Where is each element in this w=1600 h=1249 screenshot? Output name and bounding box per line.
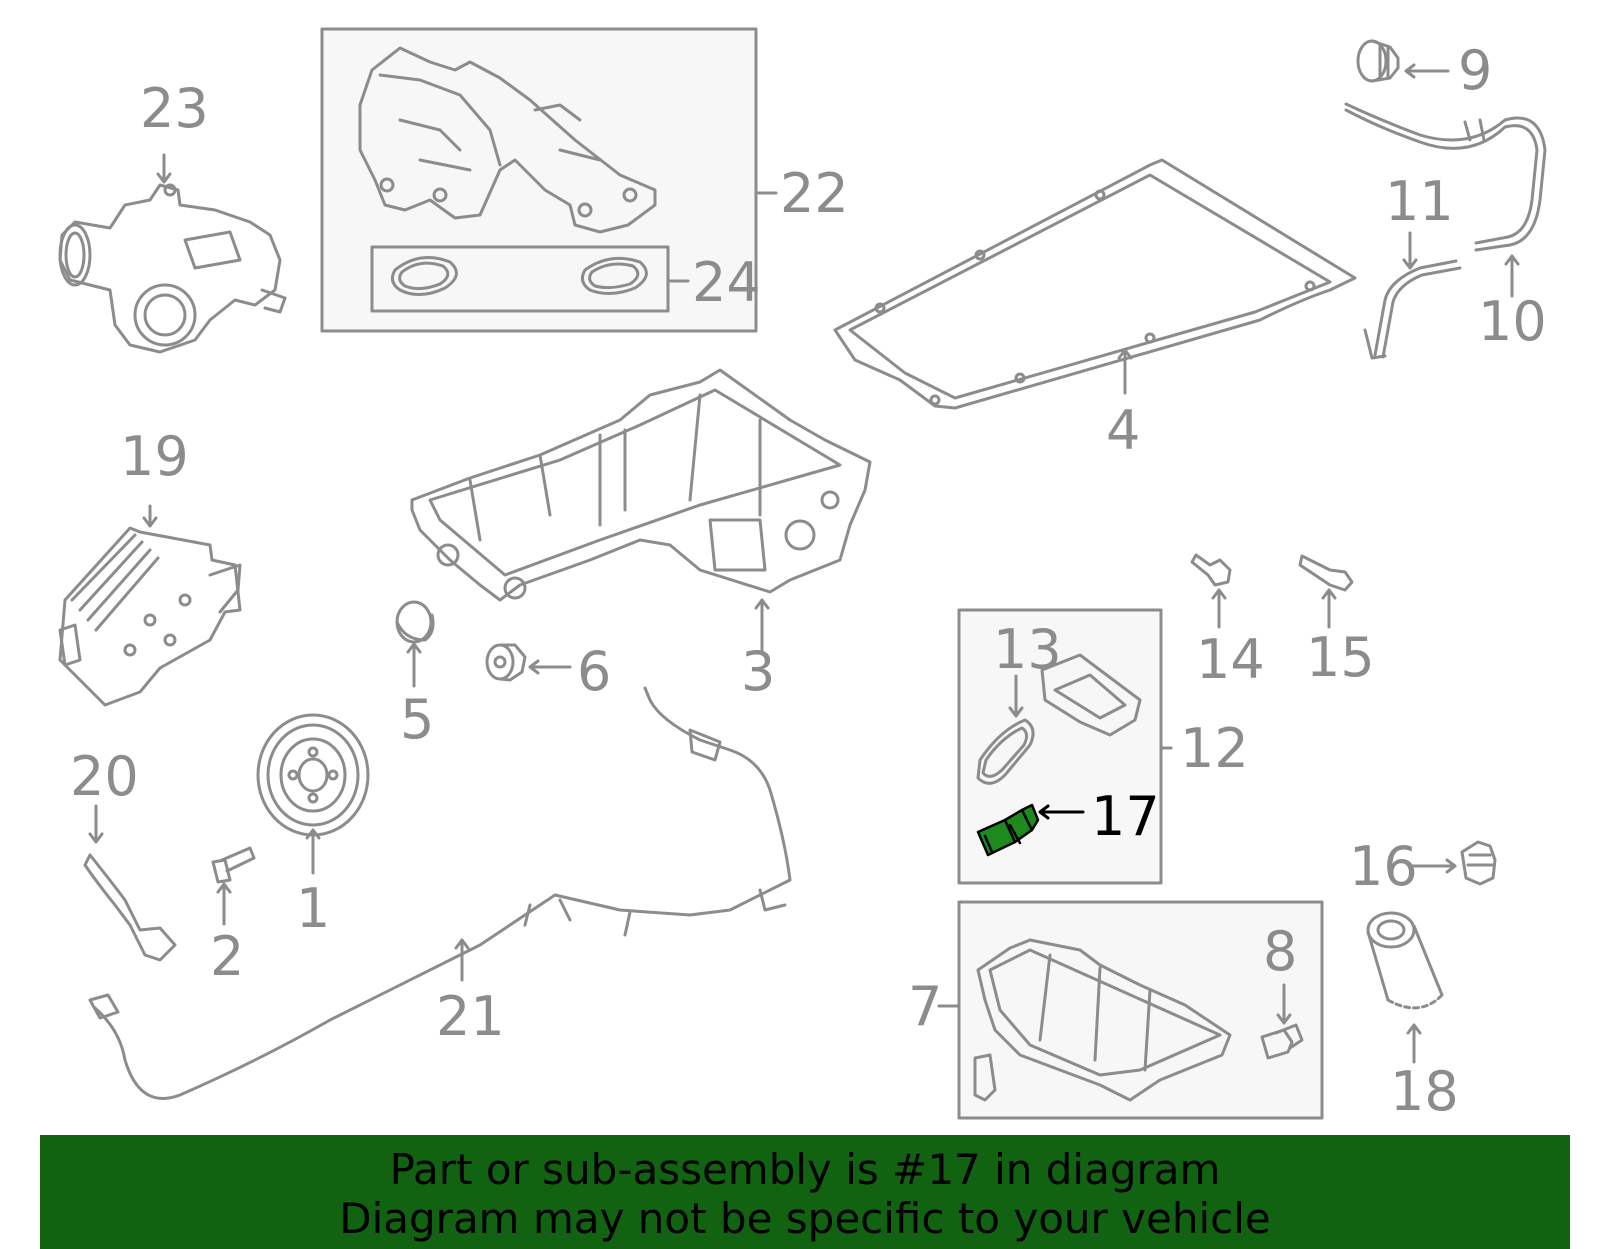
arrow-13: [1008, 674, 1024, 718]
part-15-bolt: [1298, 554, 1354, 592]
callout-2[interactable]: 2: [210, 925, 245, 988]
arrow-4: [1117, 348, 1133, 395]
part-7-oil-pan: [973, 938, 1232, 1102]
arrow-21: [454, 938, 470, 982]
callout-12[interactable]: 12: [1180, 717, 1249, 780]
callout-9[interactable]: 9: [1458, 39, 1493, 102]
callout-24[interactable]: 24: [692, 251, 761, 314]
arrow-5: [406, 642, 422, 688]
arrow-6: [528, 659, 572, 675]
callout-16[interactable]: 16: [1349, 835, 1418, 898]
callout-4[interactable]: 4: [1106, 399, 1141, 462]
callout-6[interactable]: 6: [577, 640, 612, 703]
info-banner: Part or sub-assembly is #17 in diagram D…: [40, 1135, 1570, 1249]
part-9-cap: [1356, 39, 1400, 83]
part-3-oil-pan: [410, 368, 872, 602]
callout-23[interactable]: 23: [140, 77, 209, 140]
callout-21[interactable]: 21: [436, 985, 505, 1048]
arrow-16: [1410, 858, 1457, 874]
callout-10[interactable]: 10: [1478, 290, 1547, 353]
callout-13[interactable]: 13: [993, 618, 1062, 681]
part-17-sensor: [976, 803, 1040, 857]
arrow-23: [156, 153, 172, 184]
arrow-1: [305, 828, 321, 875]
part-16-plug: [1460, 840, 1497, 886]
callout-5[interactable]: 5: [400, 688, 435, 751]
box-24: [370, 245, 670, 313]
callout-7[interactable]: 7: [908, 975, 943, 1038]
callout-8[interactable]: 8: [1263, 920, 1298, 983]
arrow-19: [142, 504, 158, 528]
part-8-drain-plug: [1260, 1023, 1304, 1060]
callout-19[interactable]: 19: [120, 425, 189, 488]
arrow-2: [216, 882, 232, 926]
part-24-gaskets: [390, 256, 648, 296]
callout-22[interactable]: 22: [780, 162, 849, 225]
callout-1[interactable]: 1: [296, 877, 331, 940]
part-1-pulley: [256, 713, 370, 837]
callout-11[interactable]: 11: [1385, 170, 1454, 233]
arrow-9: [1404, 63, 1450, 79]
arrow-15: [1321, 588, 1337, 629]
part-19-cooler: [58, 526, 242, 707]
arrow-11: [1402, 231, 1418, 270]
part-18-filter: [1366, 911, 1444, 1010]
part-4-gasket: [833, 158, 1357, 410]
arrow-20: [88, 804, 104, 844]
callout-20[interactable]: 20: [70, 745, 139, 808]
part-2-bolt: [211, 846, 256, 884]
box-7: [957, 900, 1324, 1120]
part-20-sensor: [83, 853, 177, 962]
arrow-3: [754, 598, 770, 652]
callout-3[interactable]: 3: [741, 640, 776, 703]
arrow-17: [1038, 804, 1085, 820]
part-11-tube: [1363, 259, 1462, 360]
part-23-housing: [58, 183, 287, 354]
arrow-18: [1406, 1023, 1422, 1064]
banner-disclaimer-text: Diagram may not be specific to your vehi…: [339, 1194, 1271, 1243]
callout-18[interactable]: 18: [1390, 1060, 1459, 1123]
part-6-grommet: [485, 643, 527, 682]
part-22-intake-manifold: [358, 46, 657, 234]
arrow-10: [1504, 254, 1520, 298]
callout-15[interactable]: 15: [1306, 626, 1375, 689]
part-5-plug: [395, 600, 435, 644]
callout-17[interactable]: 17: [1091, 785, 1160, 848]
part-14-bolt: [1190, 553, 1232, 587]
part-21-harness: [88, 686, 792, 1100]
part-13-gasket: [976, 653, 1142, 785]
arrow-14: [1211, 588, 1227, 629]
arrow-8: [1276, 983, 1292, 1025]
callout-14[interactable]: 14: [1196, 628, 1265, 691]
part-10-tube: [1344, 102, 1547, 252]
banner-part-text: Part or sub-assembly is #17 in diagram: [389, 1145, 1221, 1194]
